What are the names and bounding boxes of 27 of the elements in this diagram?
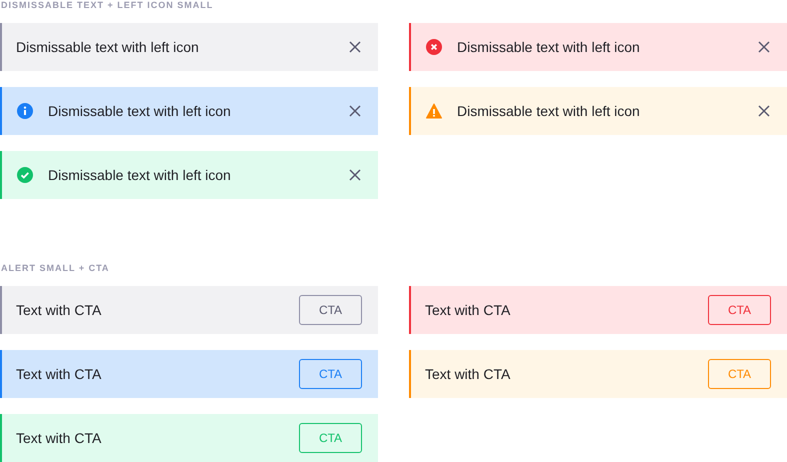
cta-button: CTA [299,359,362,389]
alert-text: Dismissable text with left icon [16,38,199,57]
alert-banner [0,286,378,334]
alert-banner [0,151,378,199]
alert-banner [0,87,378,135]
alert-text: Text with CTA [16,429,102,448]
alert-banner [0,350,378,398]
cta-button: CTA [708,359,771,389]
cta-button: CTA [708,295,771,325]
alert-text: Text with CTA [425,301,510,320]
alert-banner [409,350,787,398]
cta-button: CTA [299,423,362,453]
alert-banner [0,23,378,71]
alert-banner [0,414,378,462]
alert-text: Text with CTA [425,365,510,384]
alert-banner [409,23,787,71]
alert-text: Text with CTA [16,301,102,320]
alert-banner [409,286,787,334]
alert-text: Dismissable text with left icon [48,102,231,121]
section-heading: ALERT SMALL + CTA [1,263,110,273]
alert-text: Text with CTA [16,365,102,384]
alert-text: Dismissable text with left icon [48,166,231,185]
cta-button: CTA [299,295,362,325]
alert-text: Dismissable text with left icon [457,102,640,121]
alert-banner [409,87,787,135]
section-heading: DISMISSABLE TEXT + LEFT ICON SMALL [1,0,214,10]
alert-text: Dismissable text with left icon [457,38,640,57]
